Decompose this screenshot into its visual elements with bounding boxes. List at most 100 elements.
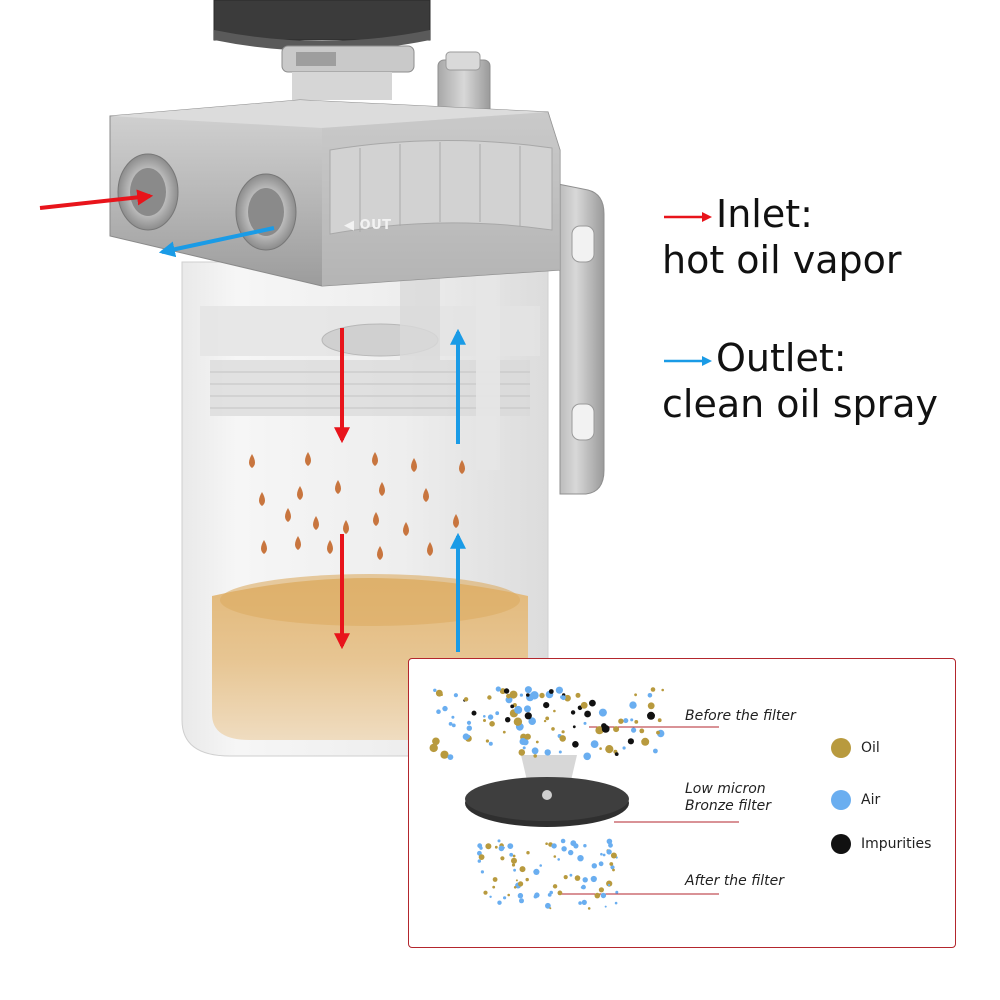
particle-before xyxy=(656,730,660,735)
particle-after xyxy=(511,863,516,867)
particle-after xyxy=(526,851,530,855)
particle-after xyxy=(553,855,557,858)
particle-before xyxy=(544,749,551,756)
particle-before xyxy=(561,730,565,734)
particle-before xyxy=(495,711,500,716)
particle-after xyxy=(509,852,514,857)
particle-after xyxy=(568,849,574,856)
particle-before xyxy=(605,745,614,754)
particle-before xyxy=(583,721,587,725)
oil-droplet xyxy=(373,512,379,526)
particle-after xyxy=(614,901,618,905)
particle-before xyxy=(514,705,523,714)
particle-after xyxy=(545,902,551,909)
particle-before xyxy=(548,689,554,694)
outlet-desc: clean oil spray xyxy=(662,382,939,426)
particle-after xyxy=(606,838,613,845)
particle-after xyxy=(485,843,492,850)
particle-after xyxy=(560,838,566,844)
particle-before xyxy=(526,693,530,697)
particle-after xyxy=(610,852,617,859)
legend-oil-label: Oil xyxy=(861,740,880,756)
particle-after xyxy=(570,840,577,847)
particle-after xyxy=(480,870,484,874)
mounting-bracket xyxy=(546,168,605,495)
after-filter-label: After the filter xyxy=(685,873,785,889)
legend-impurities-label: Impurities xyxy=(861,836,932,852)
particle-before xyxy=(503,688,510,694)
out-tag: ◀ OUT xyxy=(344,218,392,233)
breather-filter xyxy=(213,0,431,100)
particle-before xyxy=(590,740,599,748)
particle-after xyxy=(547,893,552,897)
particle-after xyxy=(594,892,601,899)
particle-before xyxy=(487,714,494,720)
particle-before xyxy=(630,718,634,722)
particle-before xyxy=(601,725,610,733)
particle-before xyxy=(599,747,602,750)
particle-after xyxy=(578,901,582,905)
particle-before xyxy=(564,694,571,702)
particle-before xyxy=(631,727,637,733)
particle-after xyxy=(582,877,588,883)
particle-after xyxy=(606,849,612,855)
particle-after xyxy=(513,886,517,889)
particle-after xyxy=(497,900,502,905)
particle-before xyxy=(629,701,637,709)
particle-before xyxy=(545,716,550,721)
particle-before xyxy=(555,686,563,694)
particle-after xyxy=(607,883,611,887)
particle-before xyxy=(535,740,539,744)
particle-after xyxy=(549,907,552,910)
particle-before xyxy=(641,737,650,746)
outlet-title: Outlet: xyxy=(662,336,847,380)
particle-before xyxy=(661,688,664,692)
particle-after xyxy=(610,865,615,870)
particle-before xyxy=(580,701,588,709)
particle-before xyxy=(572,725,576,729)
particle-before xyxy=(553,709,556,713)
particle-after xyxy=(606,880,613,887)
particle-before xyxy=(483,719,486,722)
particle-after xyxy=(591,863,597,869)
particle-before xyxy=(506,693,511,699)
oil-droplet xyxy=(459,460,465,474)
particle-before xyxy=(634,720,639,724)
particle-before xyxy=(433,688,437,692)
particle-after xyxy=(612,868,615,872)
particle-after xyxy=(489,895,492,898)
oil-droplet xyxy=(261,540,267,554)
particle-before xyxy=(575,692,581,698)
particle-after xyxy=(602,853,606,857)
oil-droplet xyxy=(249,454,255,468)
oil-droplet xyxy=(403,522,409,536)
particle-after xyxy=(492,885,496,889)
oil-droplet xyxy=(335,480,341,494)
particle-after xyxy=(598,861,604,867)
particle-before xyxy=(647,711,655,720)
particle-after xyxy=(574,875,581,881)
particle-after xyxy=(609,862,614,866)
particle-after xyxy=(600,852,603,856)
filter-label-line1: Low micron xyxy=(685,781,766,797)
particle-after xyxy=(503,896,507,900)
particle-before xyxy=(519,738,527,745)
particle-after xyxy=(561,846,567,852)
legend-oil: Oil xyxy=(831,738,880,758)
particle-after xyxy=(515,879,518,882)
particle-before xyxy=(522,746,526,750)
particle-before xyxy=(543,719,547,723)
particle-after xyxy=(590,875,597,883)
particle-after xyxy=(539,864,542,867)
particle-after xyxy=(615,890,619,894)
particle-after xyxy=(587,907,591,910)
particle-after xyxy=(557,890,563,896)
particle-after xyxy=(580,886,584,889)
outlet-arrow xyxy=(158,226,275,258)
legend-air: Air xyxy=(831,790,880,810)
particle-after xyxy=(569,873,573,877)
particle-before xyxy=(614,752,619,756)
particle-after xyxy=(577,855,584,862)
oil-droplet xyxy=(297,486,303,500)
